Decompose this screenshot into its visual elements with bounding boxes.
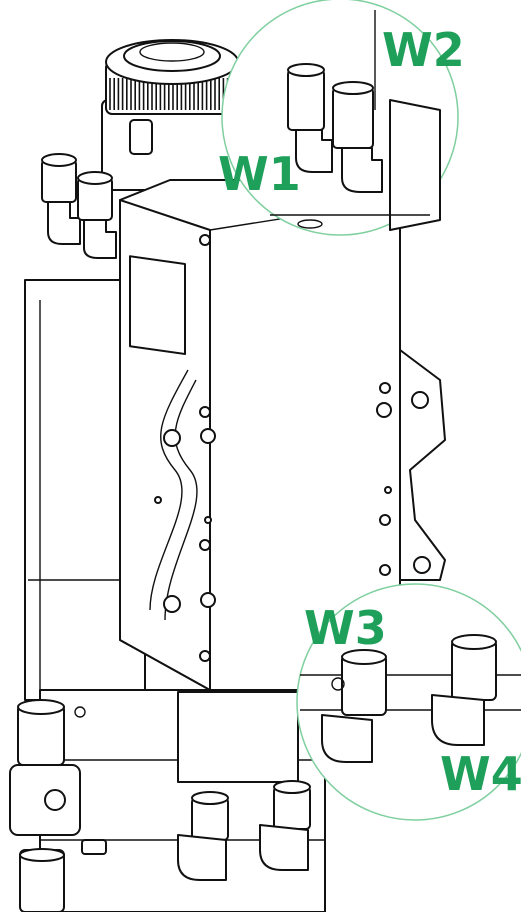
label-w2: W2 (382, 23, 465, 77)
zoom-detail-top (221, 0, 459, 236)
side-bracket (399, 349, 446, 581)
main-block (119, 179, 401, 691)
focus-ring (101, 39, 243, 191)
bottom-fittings (177, 780, 311, 881)
label-w3: W3 (304, 601, 387, 655)
top-fittings (41, 153, 117, 259)
zoom-detail-bottom (296, 583, 521, 821)
label-w1: W1 (218, 147, 301, 201)
left-fittings (9, 699, 107, 912)
label-w4: W4 (440, 747, 521, 801)
